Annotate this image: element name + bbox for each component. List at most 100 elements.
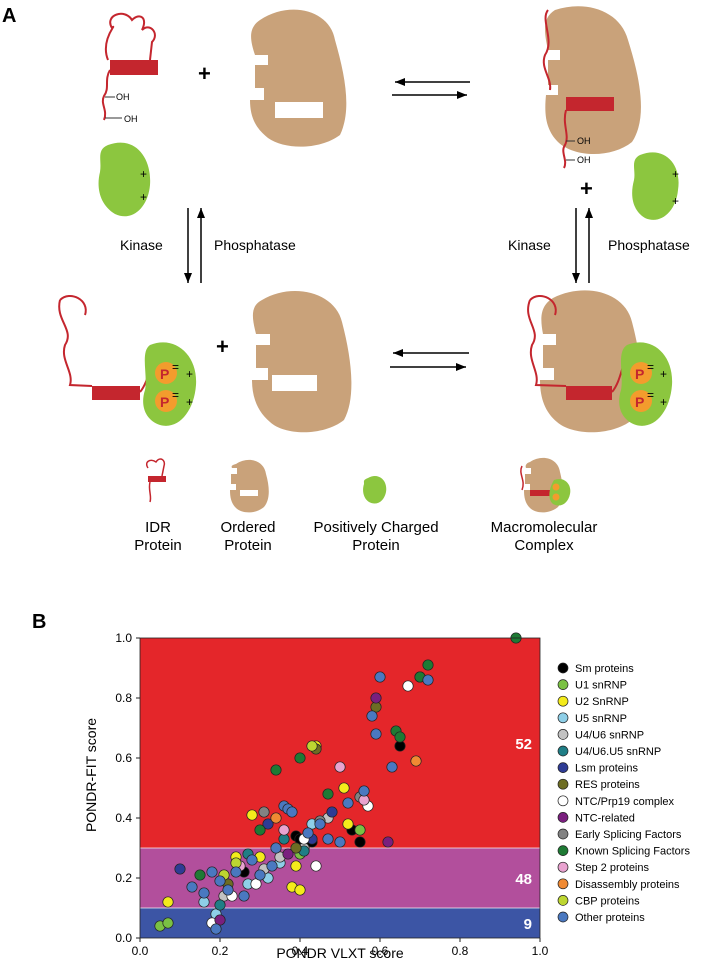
phosphatase-label-left: Phosphatase xyxy=(214,237,296,253)
point-series-11 xyxy=(194,869,206,881)
svg-text:Complex: Complex xyxy=(514,537,574,554)
legend-icon-complex xyxy=(520,457,571,513)
point-series-15 xyxy=(198,887,210,899)
y-tick-label: 0.4 xyxy=(115,811,132,825)
x-tick-label: 0.4 xyxy=(292,944,309,958)
legend-label: RES proteins xyxy=(575,779,640,791)
svg-text:IDR: IDR xyxy=(145,519,171,536)
legend-label: U4/U6 snRNP xyxy=(575,729,644,741)
legend-icon-idr xyxy=(145,458,166,503)
point-series-11 xyxy=(254,824,266,836)
kinase-phosphatase-arrows-left xyxy=(184,208,205,283)
point-series-14 xyxy=(306,740,318,752)
y-tick-label: 0.8 xyxy=(115,691,132,705)
point-series-11 xyxy=(294,752,306,764)
legend-marker xyxy=(557,878,569,890)
point-series-15 xyxy=(302,827,314,839)
point-series-15 xyxy=(342,797,354,809)
point-series-10 xyxy=(258,806,270,818)
x-tick-label: 0.8 xyxy=(452,944,469,958)
x-tick-label: 0.0 xyxy=(132,944,149,958)
legend-marker xyxy=(557,895,569,906)
point-series-15 xyxy=(422,674,434,686)
oh-label: OH xyxy=(577,155,591,165)
point-series-1 xyxy=(354,824,366,836)
kinase-label-left: Kinase xyxy=(120,237,163,253)
point-series-2 xyxy=(338,782,350,794)
point-series-0 xyxy=(354,836,366,848)
band-count-2: 52 xyxy=(515,736,532,753)
legend-label: Sm proteins xyxy=(575,663,634,675)
legend-marker xyxy=(557,762,569,773)
point-series-15 xyxy=(238,890,250,902)
svg-text:Positively Charged: Positively Charged xyxy=(313,519,438,536)
data-points xyxy=(154,632,522,935)
point-series-5 xyxy=(214,899,226,911)
point-series-9 xyxy=(282,848,294,860)
oh-label: OH xyxy=(116,92,130,102)
positive-protein-left: + + xyxy=(98,142,151,217)
plus-sign: + xyxy=(198,61,211,86)
legend-label: U1 snRNP xyxy=(575,680,627,692)
positive-charge: + xyxy=(140,190,147,204)
point-series-15 xyxy=(230,866,242,878)
legend-label: U5 snRNP xyxy=(575,713,627,725)
y-tick-label: 0.6 xyxy=(115,751,132,765)
negative-charge: = xyxy=(647,388,654,402)
legend-marker xyxy=(557,729,569,740)
legend-label: Early Splicing Factors xyxy=(575,829,682,841)
oh-label: OH xyxy=(124,114,138,124)
point-series-13 xyxy=(270,812,282,824)
equilibrium-arrows-top xyxy=(392,78,470,99)
point-series-15 xyxy=(266,860,278,872)
legend-marker xyxy=(557,712,569,724)
band-0 xyxy=(140,908,540,938)
point-series-11 xyxy=(322,788,334,800)
point-series-15 xyxy=(214,875,226,887)
point-series-7 xyxy=(290,842,302,854)
oh-label: OH xyxy=(577,136,591,146)
legend-label: U2 SnRNP xyxy=(575,696,629,708)
phospho-label: P xyxy=(635,366,644,382)
positive-charge: + xyxy=(660,395,667,409)
point-series-15 xyxy=(366,710,378,722)
phosphatase-label-right: Phosphatase xyxy=(608,237,690,253)
point-series-11 xyxy=(422,659,434,671)
legend-label: NTC-related xyxy=(575,812,635,824)
x-tick-label: 0.2 xyxy=(212,944,229,958)
legend-marker xyxy=(557,812,569,823)
ordered-protein-top xyxy=(250,9,347,147)
positive-protein-top-right: + + xyxy=(632,152,679,220)
kinase-phosphatase-arrows-right xyxy=(572,208,593,283)
macromolecular-complex-right: P P = = + + xyxy=(527,290,673,433)
legend-marker xyxy=(557,828,569,840)
point-series-2 xyxy=(246,809,258,821)
legend-icon-positive xyxy=(363,475,387,504)
x-tick-label: 0.6 xyxy=(372,944,389,958)
band-count-1: 48 xyxy=(515,871,532,888)
negative-charge: = xyxy=(172,388,179,402)
y-tick-label: 0.0 xyxy=(115,931,132,945)
point-series-2 xyxy=(290,860,302,872)
legend-marker xyxy=(557,695,569,707)
point-series-9 xyxy=(370,692,382,704)
legend-label: Lsm proteins xyxy=(575,763,638,775)
phospho-label: P xyxy=(635,394,644,410)
x-tick-label: 1.0 xyxy=(532,944,549,958)
legend-label-idr: IDR Protein xyxy=(134,519,182,554)
complex-top-right: OH OH xyxy=(542,6,641,169)
legend-label-complex: Macromolecular Complex xyxy=(491,519,598,554)
point-series-15 xyxy=(254,869,266,881)
point-series-15 xyxy=(286,806,298,818)
point-series-6 xyxy=(174,863,186,875)
positive-charge: + xyxy=(140,167,147,181)
legend-label: Disassembly proteins xyxy=(575,879,680,891)
legend-marker xyxy=(557,911,569,923)
point-series-15 xyxy=(246,854,258,866)
plus-sign: + xyxy=(580,176,593,201)
negative-charge: = xyxy=(172,360,179,374)
x-axis-label: PONDR VLXT score xyxy=(276,945,404,961)
svg-text:Macromolecular: Macromolecular xyxy=(491,519,598,536)
